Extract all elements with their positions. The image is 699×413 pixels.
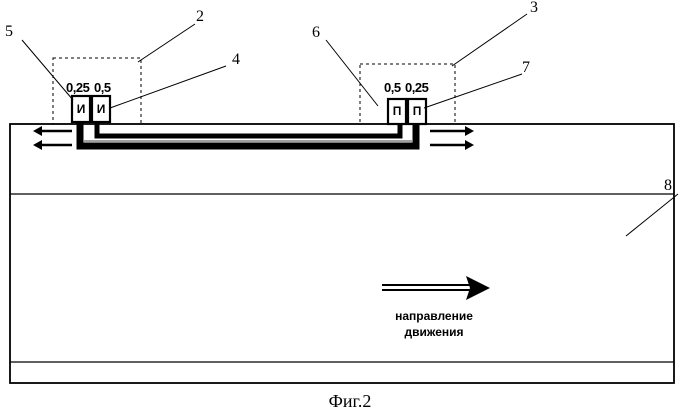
callout-6: 6 [312, 25, 320, 41]
figure-caption: Фиг.2 [290, 392, 410, 410]
right-value-2: 0,25 [405, 81, 428, 94]
callout-7: 7 [522, 60, 530, 76]
left-symbol-1: И [74, 102, 88, 116]
right-symbol-2: П [410, 104, 424, 118]
callout-leaders [22, 14, 678, 236]
callout-4: 4 [232, 52, 240, 68]
main-body-outline [10, 124, 674, 383]
left-value-2: 0,5 [94, 81, 111, 94]
right-symbol-1: П [390, 104, 404, 118]
left-side-arrows [33, 126, 72, 150]
callout-5: 5 [5, 24, 13, 40]
direction-arrow [382, 276, 490, 300]
left-symbol-2: И [94, 102, 108, 116]
right-side-arrows [430, 126, 474, 150]
callout-2: 2 [196, 9, 204, 25]
callout-3: 3 [530, 0, 538, 16]
callout-8: 8 [664, 178, 672, 194]
direction-label-line2: движения [374, 324, 494, 340]
left-value-1: 0,25 [66, 81, 89, 94]
direction-label-line1: направление [374, 308, 494, 324]
right-value-1: 0,5 [384, 81, 401, 94]
